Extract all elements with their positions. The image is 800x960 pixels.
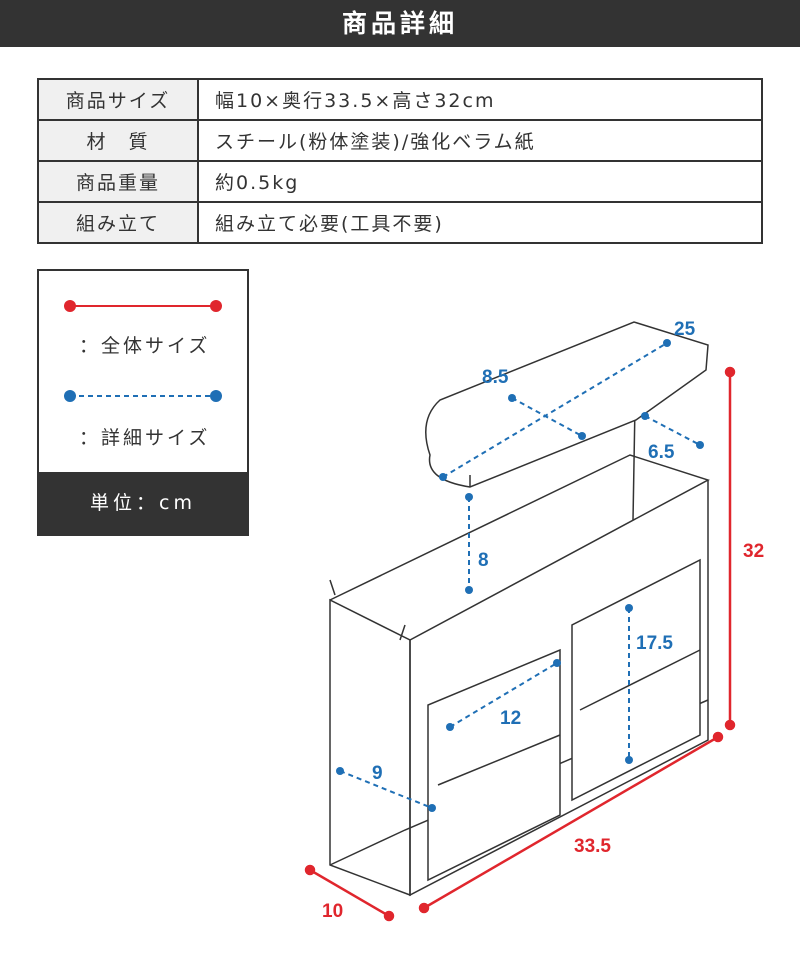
tray-width-label: 8.5: [482, 367, 509, 388]
legend-lines: [64, 300, 222, 402]
table-row: 商品重量約0.5kg: [37, 160, 763, 203]
spec-label: 商品サイズ: [37, 78, 199, 121]
pocket-height-label: 17.5: [636, 633, 673, 654]
table-row: 材 質スチール(粉体塗装)/強化ベラム紙: [37, 119, 763, 162]
table-row: 組み立て組み立て必要(工具不要): [37, 201, 763, 244]
pocket-width-label: 12: [500, 708, 521, 729]
legend: ：全体サイズ ：詳細サイズ 単位：cm: [37, 269, 249, 536]
tray-depth-label: 25: [674, 319, 696, 340]
page-title: 商品詳細: [0, 0, 800, 47]
base-depth-label: 9: [372, 763, 383, 784]
legend-overall-label: ：全体サイズ: [79, 335, 211, 357]
unit-label: 単位：cm: [39, 472, 247, 534]
product-outline: [329, 321, 710, 897]
detail-dimension-lines: [339, 342, 701, 809]
height-label: 32: [743, 541, 764, 562]
spec-value: 約0.5kg: [197, 160, 763, 203]
detail-dimension-dots: [336, 339, 704, 812]
table-row: 商品サイズ幅10×奥行33.5×高さ32cm: [37, 78, 763, 121]
tray-height-label: 8: [478, 550, 489, 571]
spec-value: 組み立て必要(工具不要): [197, 201, 763, 244]
spec-value: 幅10×奥行33.5×高さ32cm: [197, 78, 763, 121]
spec-label: 商品重量: [37, 160, 199, 203]
spec-label: 材 質: [37, 119, 199, 162]
width-label: 10: [322, 901, 343, 922]
spec-table: 商品サイズ幅10×奥行33.5×高さ32cm 材 質スチール(粉体塗装)/強化ベ…: [37, 78, 763, 244]
spec-value: スチール(粉体塗装)/強化ベラム紙: [197, 119, 763, 162]
overall-dimension-lines: [304, 366, 736, 922]
depth-label: 33.5: [574, 836, 611, 857]
tray-gap-label: 6.5: [648, 442, 675, 463]
spec-label: 組み立て: [37, 201, 199, 244]
legend-detail-label: ：詳細サイズ: [79, 427, 211, 449]
